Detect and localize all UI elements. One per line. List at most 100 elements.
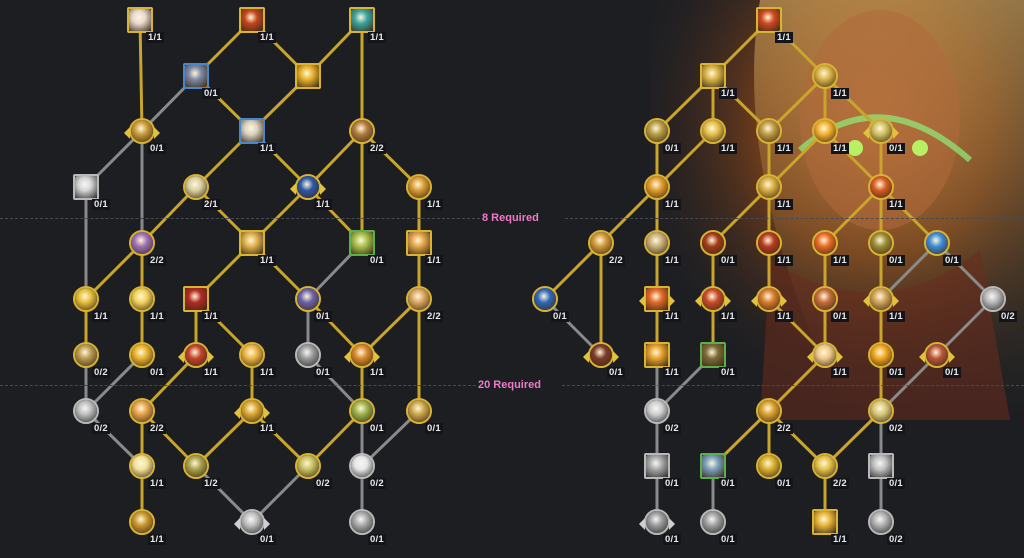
talent-node-r22[interactable]	[756, 286, 782, 312]
talent-link	[140, 20, 142, 131]
talent-node-r2[interactable]	[700, 63, 726, 89]
talent-rank: 1/1	[663, 367, 681, 378]
talent-node-r8[interactable]	[868, 118, 894, 144]
hammer-cyan-icon	[351, 9, 373, 31]
talent-node-r43[interactable]	[868, 509, 894, 535]
talent-node-r39[interactable]	[868, 453, 894, 479]
talent-node-l16[interactable]	[406, 230, 432, 256]
talent-node-l27[interactable]	[349, 342, 375, 368]
talent-node-r4[interactable]	[644, 118, 670, 144]
talent-node-l36[interactable]	[349, 453, 375, 479]
talent-node-r32[interactable]	[644, 398, 670, 424]
talent-rank: 0/1	[258, 534, 276, 545]
talent-node-l39[interactable]	[349, 509, 375, 535]
talent-node-l12[interactable]	[406, 174, 432, 200]
choice-arrow-right-icon	[320, 183, 326, 195]
talent-node-l8[interactable]	[349, 118, 375, 144]
talent-node-r14[interactable]	[700, 230, 726, 256]
talent-node-r37[interactable]	[756, 453, 782, 479]
choice-arrow-right-icon	[837, 351, 843, 363]
talent-node-r25[interactable]	[980, 286, 1006, 312]
talent-node-l15[interactable]	[349, 230, 375, 256]
talent-node-l28[interactable]	[73, 398, 99, 424]
talent-rank: 2/2	[775, 423, 793, 434]
talent-node-r34[interactable]	[868, 398, 894, 424]
talent-node-l5[interactable]	[295, 63, 321, 89]
talent-node-r33[interactable]	[756, 398, 782, 424]
talent-node-r16[interactable]	[812, 230, 838, 256]
talent-node-l17[interactable]	[73, 286, 99, 312]
talent-node-r7[interactable]	[812, 118, 838, 144]
talent-node-l14[interactable]	[239, 230, 265, 256]
talent-node-l25[interactable]	[239, 342, 265, 368]
green-rune-icon	[646, 120, 668, 142]
talent-node-l24[interactable]	[183, 342, 209, 368]
talent-node-l23[interactable]	[129, 342, 155, 368]
talent-node-l10[interactable]	[183, 174, 209, 200]
talent-node-r15[interactable]	[756, 230, 782, 256]
talent-node-l3[interactable]	[349, 7, 375, 33]
talent-node-r26[interactable]	[588, 342, 614, 368]
talent-node-r31[interactable]	[924, 342, 950, 368]
talent-node-l19[interactable]	[183, 286, 209, 312]
talent-node-l38[interactable]	[239, 509, 265, 535]
talent-rank: 1/1	[663, 199, 681, 210]
talent-node-r35[interactable]	[644, 453, 670, 479]
holy-cross-icon	[241, 344, 263, 366]
talent-node-r23[interactable]	[812, 286, 838, 312]
talent-node-r19[interactable]	[532, 286, 558, 312]
talent-rank: 1/1	[775, 255, 793, 266]
talent-node-l37[interactable]	[129, 509, 155, 535]
talent-node-l30[interactable]	[239, 398, 265, 424]
talent-node-l29[interactable]	[129, 398, 155, 424]
talent-node-r40[interactable]	[644, 509, 670, 535]
talent-node-l1[interactable]	[127, 7, 153, 33]
choice-arrow-left-icon	[124, 127, 130, 139]
talent-rank: 0/1	[887, 367, 905, 378]
talent-node-r5[interactable]	[700, 118, 726, 144]
talent-node-r1[interactable]	[756, 7, 782, 33]
talent-node-l2[interactable]	[239, 7, 265, 33]
talent-node-l18[interactable]	[129, 286, 155, 312]
talent-node-r13[interactable]	[644, 230, 670, 256]
talent-node-l22[interactable]	[73, 342, 99, 368]
talent-node-r29[interactable]	[812, 342, 838, 368]
tier-divider-8-right	[565, 218, 1024, 219]
talent-node-r20[interactable]	[644, 286, 670, 312]
talent-node-l32[interactable]	[406, 398, 432, 424]
talent-node-r3[interactable]	[812, 63, 838, 89]
talent-node-r36[interactable]	[700, 453, 726, 479]
talent-node-l6[interactable]	[129, 118, 155, 144]
talent-node-l34[interactable]	[183, 453, 209, 479]
talent-node-r9[interactable]	[644, 174, 670, 200]
talent-node-l20[interactable]	[295, 286, 321, 312]
talent-rank: 1/1	[258, 423, 276, 434]
talent-node-r41[interactable]	[700, 509, 726, 535]
talent-node-l7[interactable]	[239, 118, 265, 144]
talent-node-r12[interactable]	[588, 230, 614, 256]
talent-node-r6[interactable]	[756, 118, 782, 144]
talent-node-r10[interactable]	[756, 174, 782, 200]
talent-node-l33[interactable]	[129, 453, 155, 479]
talent-node-l11[interactable]	[295, 174, 321, 200]
talent-node-r11[interactable]	[868, 174, 894, 200]
tier-divider-20	[0, 385, 476, 386]
talent-node-l21[interactable]	[406, 286, 432, 312]
talent-node-l26[interactable]	[295, 342, 321, 368]
talent-node-l9[interactable]	[73, 174, 99, 200]
talent-node-r42[interactable]	[812, 509, 838, 535]
talent-node-r27[interactable]	[644, 342, 670, 368]
talent-node-l35[interactable]	[295, 453, 321, 479]
talent-node-r38[interactable]	[812, 453, 838, 479]
talent-node-r18[interactable]	[924, 230, 950, 256]
talent-node-l31[interactable]	[349, 398, 375, 424]
talent-node-r17[interactable]	[868, 230, 894, 256]
talent-node-l4[interactable]	[183, 63, 209, 89]
talent-node-r24[interactable]	[868, 286, 894, 312]
crossed-swords-icon	[297, 455, 319, 477]
talent-node-r28[interactable]	[700, 342, 726, 368]
talent-node-r30[interactable]	[868, 342, 894, 368]
talent-node-r21[interactable]	[700, 286, 726, 312]
talent-node-l13[interactable]	[129, 230, 155, 256]
flame-trail-icon	[870, 176, 892, 198]
